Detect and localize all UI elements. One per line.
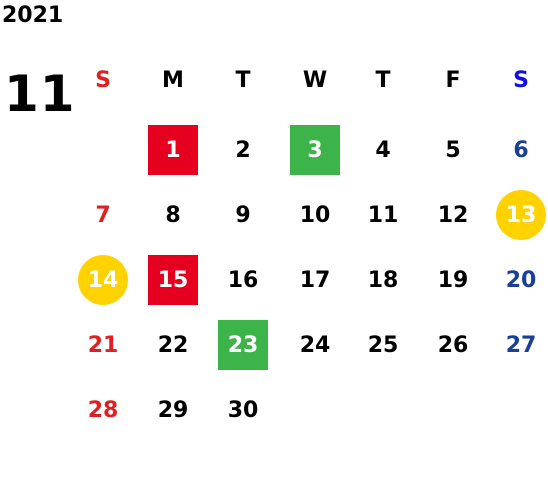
day-cell-3[interactable]: 3 [290,125,340,175]
weekday-header-wed: W [302,68,328,93]
day-cell-9[interactable]: 9 [235,202,251,228]
day-cell-22[interactable]: 22 [157,332,189,358]
day-cell-15[interactable]: 15 [148,255,198,305]
day-cell-11[interactable]: 11 [367,202,399,228]
day-cell-16[interactable]: 16 [227,267,259,293]
day-cell-6[interactable]: 6 [513,137,529,163]
day-cell-30[interactable]: 30 [227,397,259,423]
day-cell-1[interactable]: 1 [148,125,198,175]
day-cell-12[interactable]: 12 [437,202,469,228]
weekday-header-mon: M [162,68,184,93]
day-cell-4[interactable]: 4 [375,137,391,163]
day-cell-17[interactable]: 17 [299,267,331,293]
day-cell-5[interactable]: 5 [445,137,461,163]
weekday-header-thu: T [375,68,391,93]
day-cell-21[interactable]: 21 [87,332,119,358]
day-cell-29[interactable]: 29 [157,397,189,423]
weekday-header-sun: S [95,68,111,93]
day-cell-25[interactable]: 25 [367,332,399,358]
day-cell-14[interactable]: 14 [78,255,128,305]
day-cell-27[interactable]: 27 [505,332,537,358]
day-cell-18[interactable]: 18 [367,267,399,293]
day-cell-8[interactable]: 8 [165,202,181,228]
weekday-header-sat: S [513,68,529,93]
day-cell-7[interactable]: 7 [95,202,111,228]
month-label: 11 [4,65,76,123]
day-cell-19[interactable]: 19 [437,267,469,293]
day-cell-20[interactable]: 20 [505,267,537,293]
day-cell-26[interactable]: 26 [437,332,469,358]
year-label: 2021 [2,3,64,28]
weekday-header-tue: T [235,68,251,93]
day-cell-28[interactable]: 28 [87,397,119,423]
day-cell-2[interactable]: 2 [235,137,251,163]
day-cell-24[interactable]: 24 [299,332,331,358]
day-cell-10[interactable]: 10 [299,202,331,228]
day-cell-13[interactable]: 13 [496,190,546,240]
day-cell-23[interactable]: 23 [218,320,268,370]
weekday-header-fri: F [445,68,461,93]
